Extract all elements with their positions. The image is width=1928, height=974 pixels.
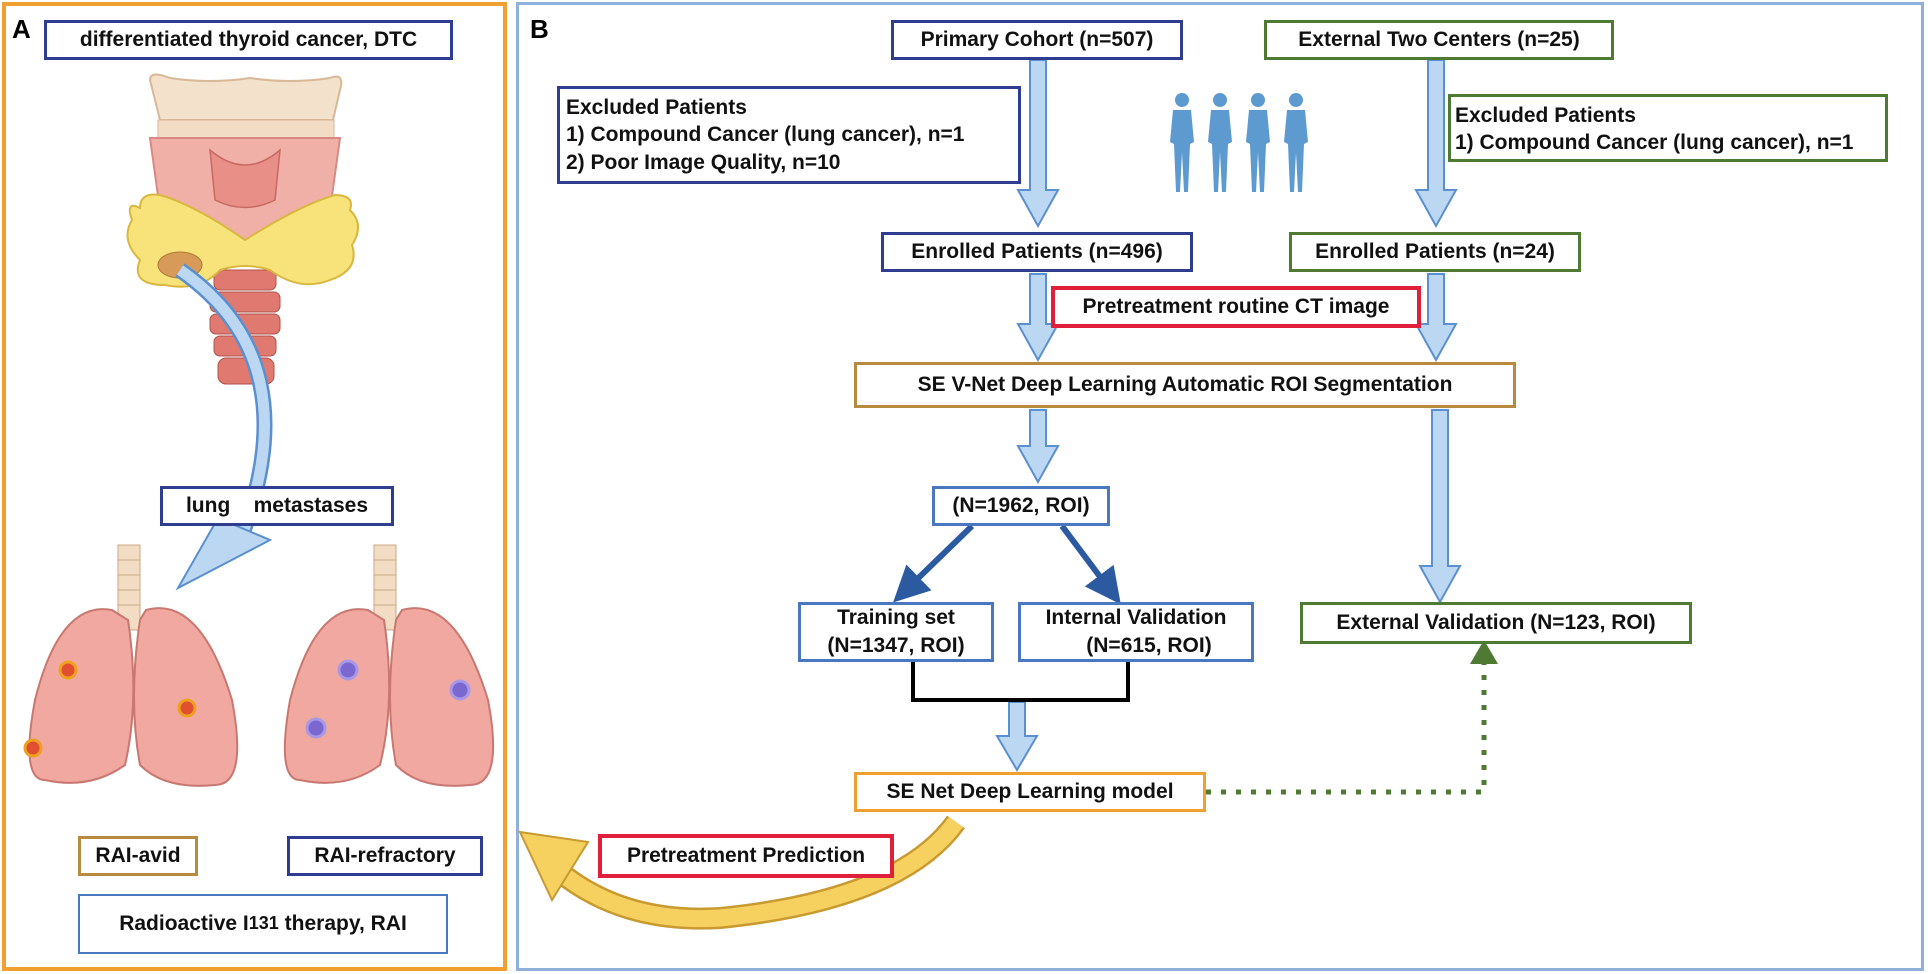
- therapy-superscript: 131: [248, 913, 279, 934]
- arrow-seg-to-roi: [1016, 409, 1060, 485]
- therapy-prefix: Radioactive I: [119, 912, 249, 936]
- lungs-avid-illustration: [23, 544, 239, 787]
- rai-refractory-box: RAI-refractory: [287, 836, 483, 876]
- arrow-primary-to-enrolled: [1016, 59, 1060, 229]
- excluded-external-title: Excluded Patients: [1455, 104, 1636, 127]
- arrow-seg-to-external-validation: [1418, 409, 1462, 605]
- external-validation-box: External Validation (N=123, ROI): [1300, 602, 1692, 644]
- external-centers-box: External Two Centers (n=25): [1264, 20, 1614, 60]
- segmentation-box: SE V-Net Deep Learning Automatic ROI Seg…: [854, 362, 1516, 408]
- excluded-primary-item-2: 2) Poor Image Quality, n=10: [566, 150, 841, 174]
- ct-image-box: Pretreatment routine CT image: [1051, 286, 1421, 328]
- excluded-primary-box: Excluded Patients 1) Compound Cancer (lu…: [557, 86, 1021, 184]
- model-box: SE Net Deep Learning model: [854, 772, 1206, 812]
- prediction-box: Pretreatment Prediction: [598, 834, 894, 878]
- roi-total-box: (N=1962, ROI): [932, 486, 1110, 526]
- arrow-external-to-enrolled: [1414, 59, 1458, 229]
- prediction-arrowhead: [518, 830, 590, 903]
- excluded-primary-item-1: 1) Compound Cancer (lung cancer), n=1: [566, 123, 965, 147]
- panel-a-label: A: [12, 14, 31, 44]
- excluded-external-box: Excluded Patients 1) Compound Cancer (lu…: [1448, 94, 1888, 162]
- internal-validation-box: Internal Validation (N=615, ROI): [1018, 602, 1254, 662]
- training-line-2: (N=1347, ROI): [827, 634, 965, 657]
- arrow-enrolled-primary-to-seg: [1016, 273, 1060, 363]
- arrow-enrolled-external-to-seg: [1414, 273, 1458, 363]
- excluded-external-item-1: 1) Compound Cancer (lung cancer), n=1: [1455, 131, 1854, 155]
- people-icon: [1170, 93, 1308, 192]
- excluded-primary-title: Excluded Patients: [566, 96, 747, 119]
- arrow-roi-to-internal: [1059, 524, 1121, 605]
- training-line-1: Training set: [837, 605, 955, 629]
- thyroid-illustration: [126, 73, 359, 385]
- lungs-refractory-illustration: [283, 544, 495, 787]
- rai-avid-box: RAI-avid: [78, 836, 198, 876]
- dotted-external-arrow: [1206, 656, 1487, 795]
- enrolled-external-box: Enrolled Patients (n=24): [1289, 232, 1581, 272]
- sets-bracket: [911, 662, 1130, 702]
- arrow-sets-to-model: [995, 701, 1039, 772]
- internal-line-2: (N=615, ROI): [1086, 634, 1212, 657]
- panel-b-label: B: [530, 14, 549, 44]
- therapy-suffix: therapy, RAI: [278, 912, 407, 936]
- lung-metastases-box: lung metastases: [160, 486, 394, 526]
- metastasis-arrowhead: [175, 516, 273, 591]
- enrolled-primary-box: Enrolled Patients (n=496): [881, 232, 1193, 272]
- panel-a: [2, 2, 507, 971]
- dotted-arrowhead: [1470, 640, 1498, 664]
- panel-b: [516, 2, 1924, 971]
- primary-cohort-box: Primary Cohort (n=507): [891, 20, 1183, 60]
- dtc-title-box: differentiated thyroid cancer, DTC: [44, 20, 453, 60]
- arrow-roi-to-training: [893, 523, 975, 603]
- prediction-curve: [549, 816, 963, 928]
- internal-line-1: Internal Validation: [1045, 605, 1227, 629]
- training-set-box: Training set (N=1347, ROI): [798, 602, 994, 662]
